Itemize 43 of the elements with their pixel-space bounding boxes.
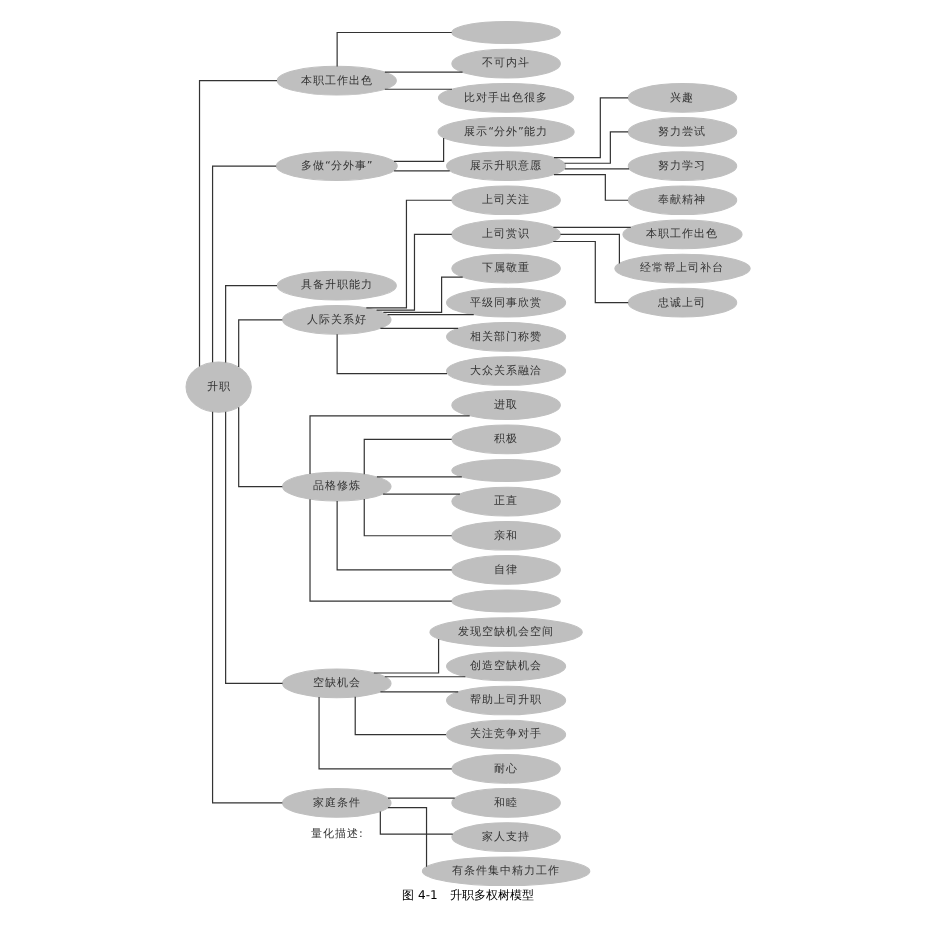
connector	[210, 411, 282, 804]
connector	[386, 807, 427, 868]
connector	[563, 131, 628, 164]
connector	[335, 31, 452, 68]
connector	[386, 314, 474, 316]
connector	[392, 137, 444, 162]
connector	[362, 498, 452, 537]
connector	[335, 500, 452, 571]
connector	[237, 319, 282, 368]
connector	[308, 415, 470, 475]
connector	[375, 476, 462, 478]
connector	[197, 80, 277, 368]
connector	[558, 233, 619, 265]
connector	[551, 240, 628, 304]
connector	[381, 276, 463, 313]
connector	[224, 411, 283, 684]
connector	[381, 493, 460, 495]
node-ellipse	[450, 589, 560, 613]
connector	[383, 676, 465, 678]
connector	[335, 333, 447, 375]
connector	[317, 696, 452, 770]
connector	[552, 174, 628, 201]
connector	[551, 226, 631, 228]
connector	[383, 71, 463, 73]
connector	[386, 797, 455, 799]
connector	[383, 88, 452, 90]
connector	[362, 438, 452, 475]
node-ellipse	[450, 20, 560, 45]
connector	[374, 233, 452, 311]
connector	[308, 498, 452, 602]
connector	[353, 696, 446, 736]
node-ellipse	[450, 458, 560, 482]
connector	[563, 168, 629, 170]
connector	[364, 199, 452, 309]
connector	[372, 638, 439, 674]
connector	[237, 406, 282, 488]
connector	[210, 165, 276, 363]
connector	[378, 327, 458, 329]
connector	[392, 170, 450, 172]
connector	[378, 810, 453, 835]
connector	[224, 285, 277, 364]
connector	[552, 97, 628, 159]
connector	[378, 691, 458, 693]
